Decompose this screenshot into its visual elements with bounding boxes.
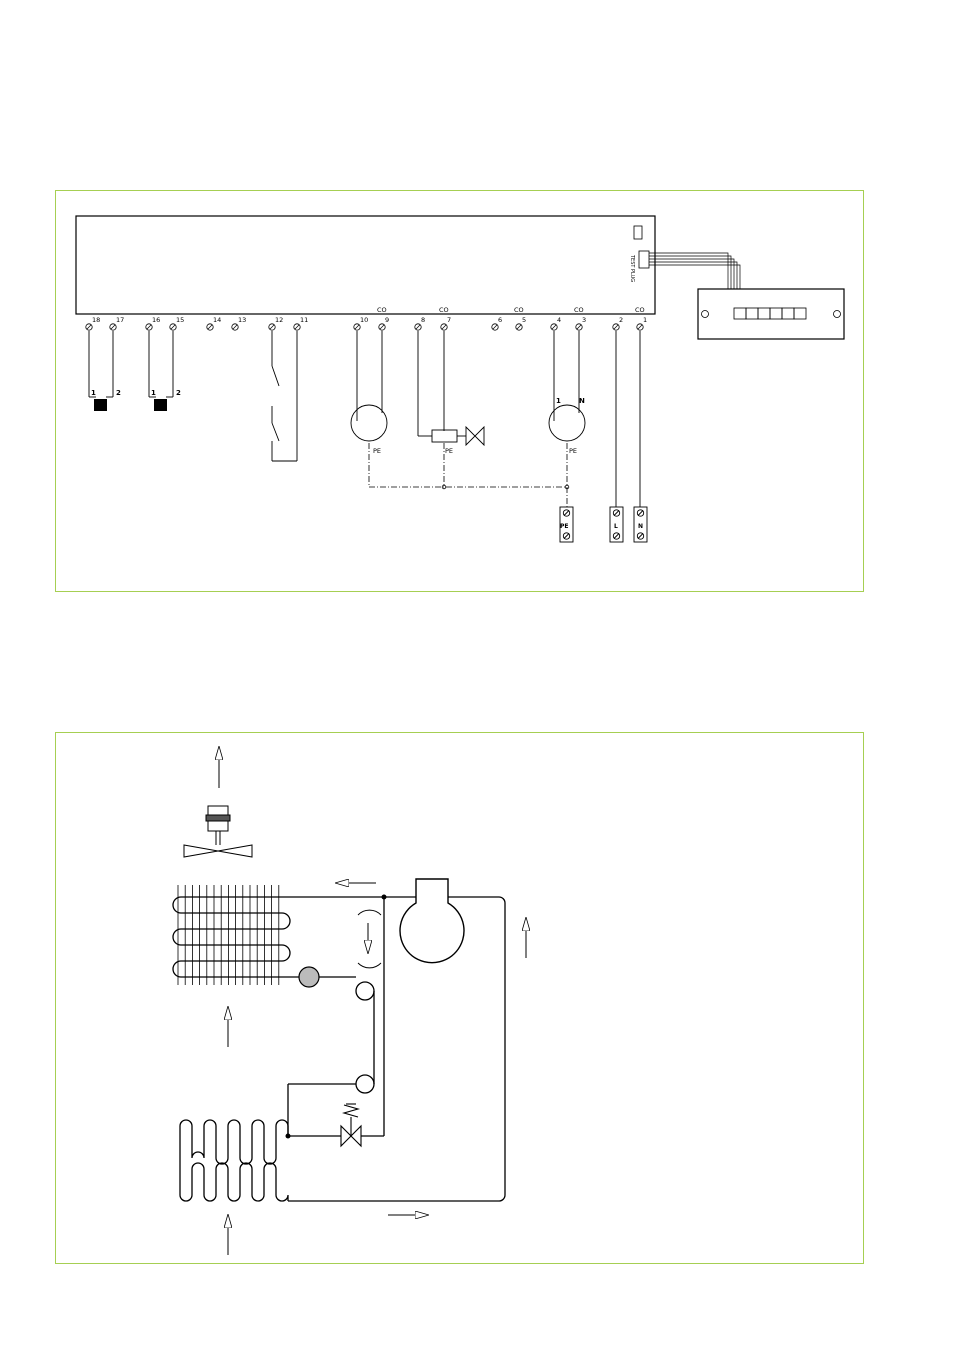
condenser-coil <box>172 896 384 978</box>
board-indicator <box>633 225 643 240</box>
display-segment <box>745 307 759 320</box>
terminal-label-13: 13 <box>238 316 246 324</box>
probe-b-pin1: 1 <box>151 389 156 397</box>
refrigeration-circuit-panel <box>55 732 864 1264</box>
display-board <box>697 288 845 340</box>
probe-b <box>148 331 174 398</box>
display-segment <box>793 307 807 320</box>
terminal-label-9: 9 <box>385 316 389 324</box>
terminal-label-18: 18 <box>92 316 100 324</box>
terminal-9 <box>378 323 386 331</box>
supply-l-label: L <box>614 523 618 530</box>
terminal-label-5: 5 <box>522 316 526 324</box>
terminal-1 <box>636 323 644 331</box>
terminal-group-3: CO <box>574 306 584 314</box>
terminal-label-11: 11 <box>300 316 308 324</box>
compressor-motor-b <box>548 331 586 442</box>
refrigeration-circuit-diagram <box>172 733 865 1255</box>
terminal-5 <box>515 323 523 331</box>
probe-b-pin2: 2 <box>176 389 181 397</box>
evaporator-coil <box>179 1119 289 1202</box>
terminal-3 <box>575 323 583 331</box>
test-plug-label: TEST PLUG <box>629 254 635 282</box>
terminal-label-3: 3 <box>582 316 586 324</box>
terminal-label-14: 14 <box>213 316 221 324</box>
terminal-11 <box>293 323 301 331</box>
filter-drier <box>298 966 320 988</box>
earth-line <box>368 443 568 507</box>
controller-board <box>75 215 656 315</box>
terminal-12 <box>268 323 276 331</box>
supply-n-label: N <box>638 523 643 530</box>
probe-a <box>88 331 114 398</box>
terminal-6 <box>491 323 499 331</box>
terminal-10 <box>353 323 361 331</box>
display-segment <box>769 307 783 320</box>
motor-b-pin1: 1 <box>556 397 561 405</box>
terminal-17 <box>109 323 117 331</box>
terminal-label-2: 2 <box>619 316 623 324</box>
terminal-group-9: CO <box>377 306 387 314</box>
terminal-label-15: 15 <box>176 316 184 324</box>
probe-b-sensor <box>154 399 167 411</box>
display-mount-hole-left <box>701 310 709 318</box>
terminal-8 <box>414 323 422 331</box>
supply-pe-label: PE <box>560 523 569 530</box>
motor-b-pinN: N <box>579 397 585 405</box>
terminal-label-6: 6 <box>498 316 502 324</box>
probe-a-pin1: 1 <box>91 389 96 397</box>
display-mount-hole-right <box>833 310 841 318</box>
supply-terminal-pe <box>559 506 574 543</box>
terminal-16 <box>145 323 153 331</box>
terminal-label-10: 10 <box>360 316 368 324</box>
compressor-icon <box>399 878 465 964</box>
terminal-7 <box>440 323 448 331</box>
terminal-label-8: 8 <box>421 316 425 324</box>
display-segment <box>757 307 771 320</box>
door-switch <box>271 331 298 462</box>
terminal-14 <box>206 323 214 331</box>
terminal-group-5: CO <box>514 306 524 314</box>
terminal-18 <box>85 323 93 331</box>
condenser-fins <box>177 885 280 985</box>
terminal-13 <box>231 323 239 331</box>
motor-b-pe-label: PE <box>569 447 577 455</box>
solenoid-valve <box>417 331 485 447</box>
terminal-label-4: 4 <box>557 316 561 324</box>
probe-a-sensor <box>94 399 107 411</box>
terminal-label-7: 7 <box>447 316 451 324</box>
flow-direction-indicator <box>357 909 382 969</box>
bypass-solenoid-valve <box>340 1103 362 1148</box>
supply-terminal-n <box>633 506 648 543</box>
terminal-15 <box>169 323 177 331</box>
probe-a-pin2: 2 <box>116 389 121 397</box>
terminal-label-16: 16 <box>152 316 160 324</box>
ribbon-cable <box>649 252 741 289</box>
terminal-labels: 18 17 16 15 14 13 12 11 10 9 CO 8 7 CO 6 5 CO 4 3 CO 2 1 CO <box>92 306 647 324</box>
display-segment <box>733 307 747 320</box>
terminal-group-7: CO <box>439 306 449 314</box>
fan-motor-a <box>350 331 388 442</box>
supply-terminal-l <box>609 506 624 543</box>
condenser-fan-icon <box>183 805 253 858</box>
terminal-4 <box>550 323 558 331</box>
terminal-row <box>85 323 644 331</box>
capillary-tube <box>287 981 375 1136</box>
terminal-group-1: CO <box>635 306 645 314</box>
terminal-label-1: 1 <box>643 316 647 324</box>
valve-pe-label: PE <box>445 447 453 455</box>
display-segment <box>781 307 795 320</box>
display-segments <box>733 307 807 320</box>
test-plug-connector <box>638 250 650 269</box>
terminal-label-12: 12 <box>275 316 283 324</box>
motor-a-pe-label: PE <box>373 447 381 455</box>
terminal-2 <box>612 323 620 331</box>
terminal-label-17: 17 <box>116 316 124 324</box>
